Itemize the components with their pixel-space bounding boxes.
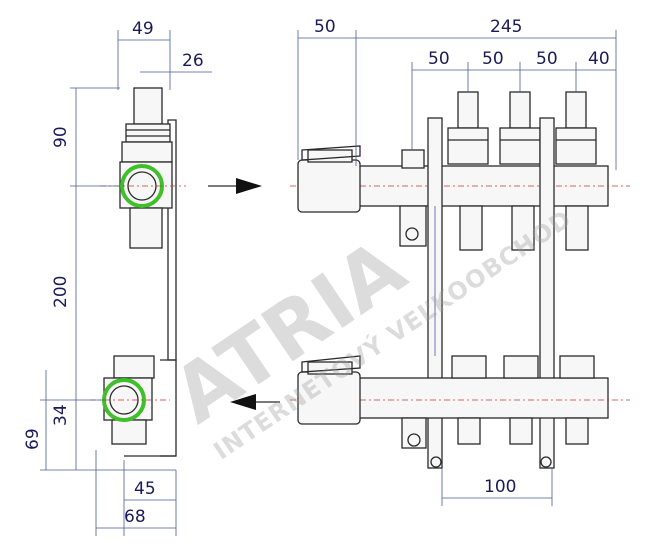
dim-front-valve: 50 [314,17,336,37]
dim-front-pitch-3: 50 [536,49,558,69]
arrow-left-icon [230,394,280,410]
top-outlets [447,91,597,251]
dim-front-pitch-2: 50 [482,49,504,69]
dim-side-offset: 26 [182,51,204,71]
dim-side-base-a: 45 [134,479,156,499]
dim-side-base-b: 68 [124,507,146,527]
side-view: 49 26 90 200 34 69 45 68 [23,19,212,536]
dim-front-total: 245 [490,17,522,37]
dim-side-width: 49 [132,19,154,39]
dim-side-mid: 200 [51,276,71,308]
dim-side-bot-b: 69 [23,428,43,450]
dim-front-pitch-1: 50 [428,49,450,69]
dim-side-top: 90 [51,126,71,148]
arrow-right-icon [208,178,262,194]
dim-front-end: 40 [588,49,610,69]
bottom-outlets [451,355,595,445]
dim-front-bracket: 100 [484,477,516,497]
front-view: 50 245 50 50 50 40 100 [290,17,630,506]
dim-side-bot-a: 34 [51,404,71,426]
